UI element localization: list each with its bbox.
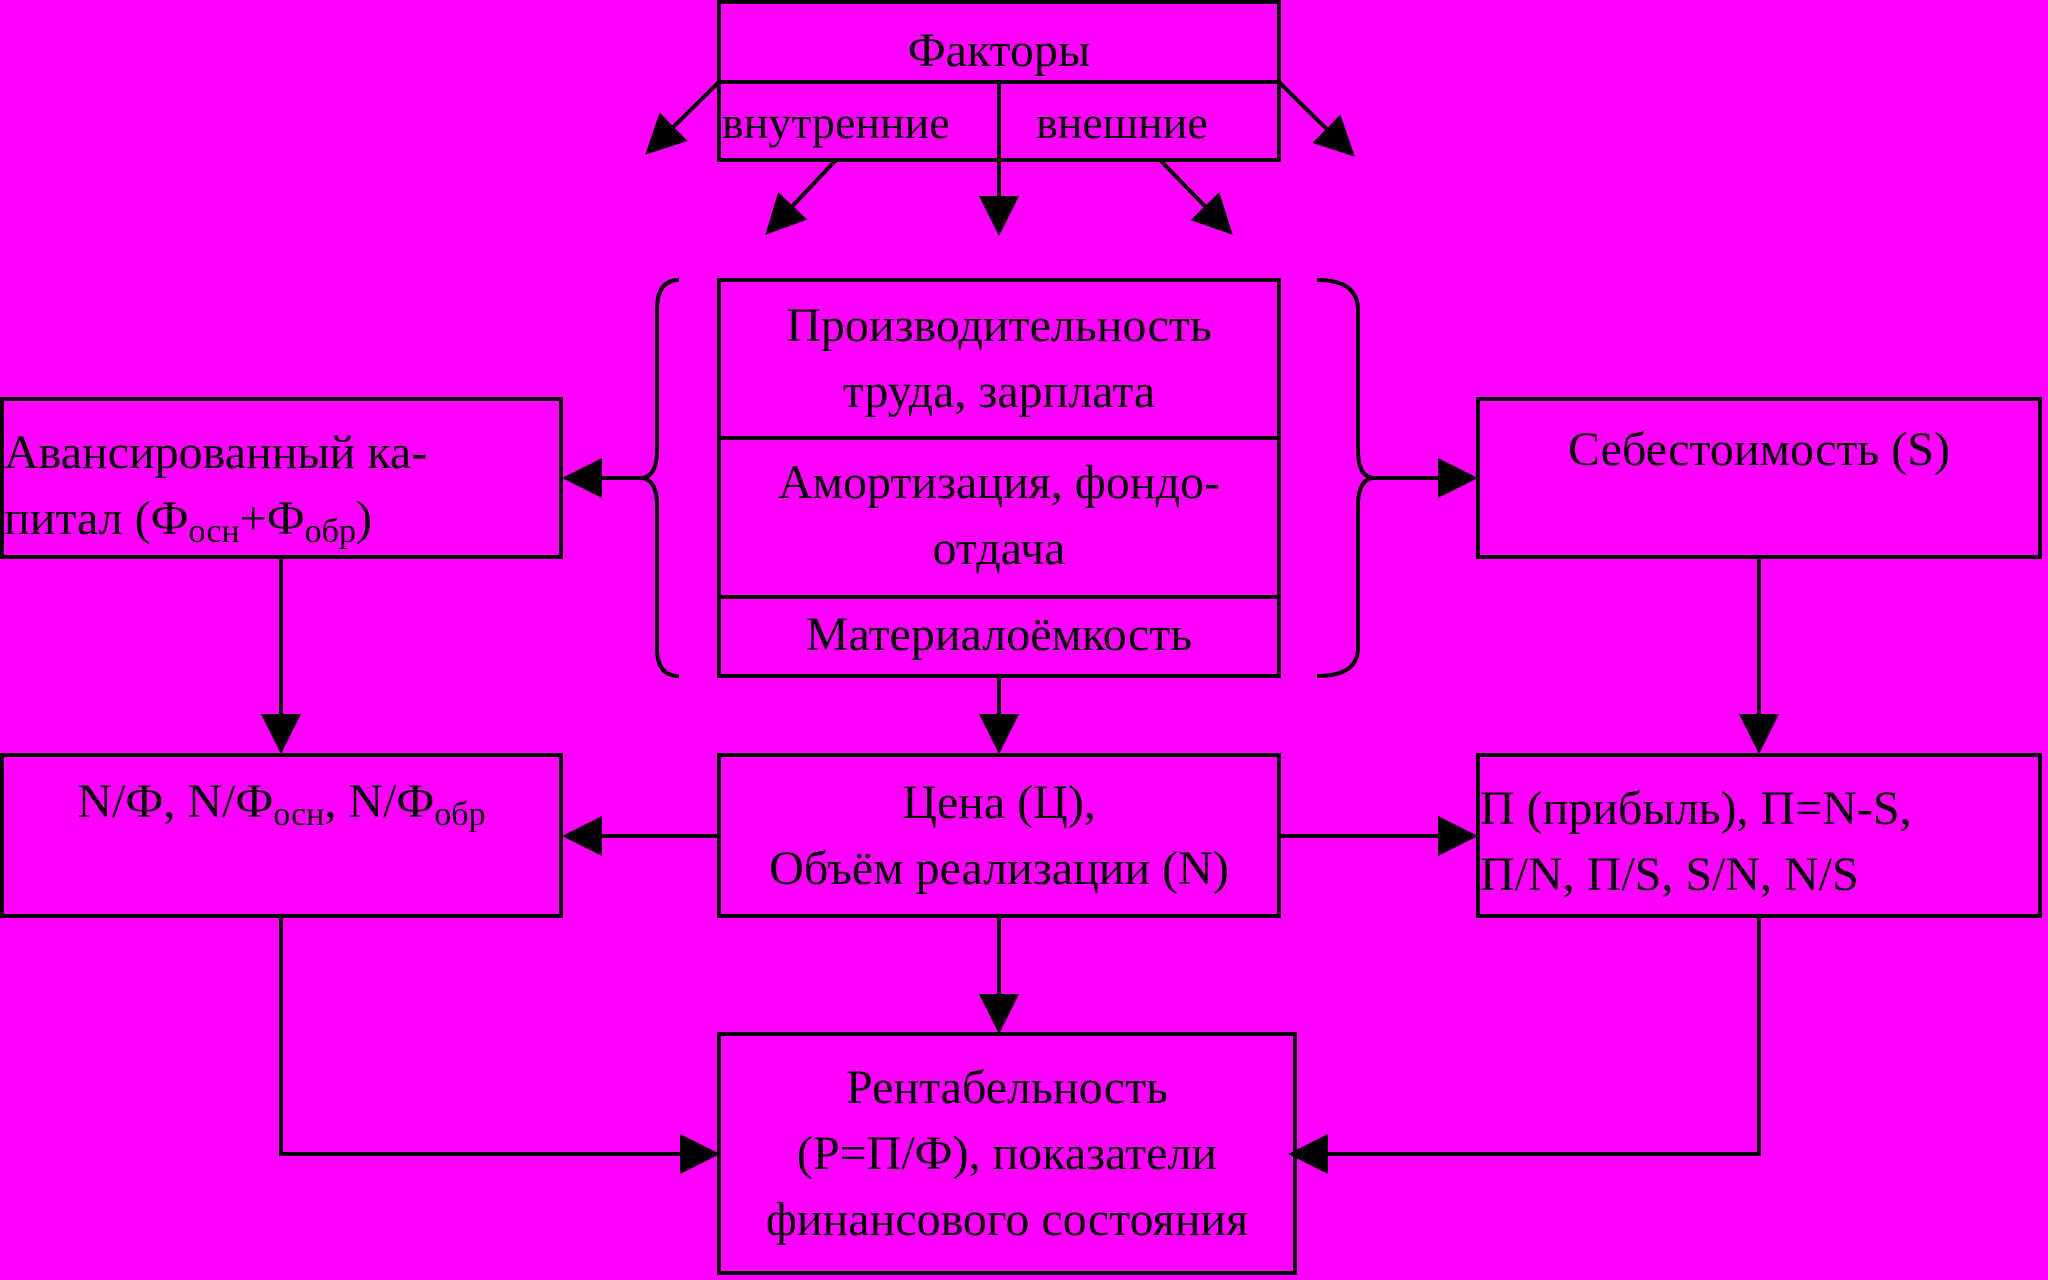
profitability-box: Рентабельность (Р=П/Ф), показатели финан…: [717, 1032, 1297, 1275]
arrow-profit-to-profitability: [1288, 916, 1761, 1174]
amortization-line-2: отдача: [932, 521, 1066, 575]
price-line-2: Объём реализации (N): [769, 841, 1229, 895]
factors-internal-label: внутренние: [722, 97, 950, 148]
cost-box: Себестоимость (S): [1476, 397, 2042, 559]
arrow-ratios-to-profitability: [279, 916, 720, 1174]
price-box: Цена (Ц), Объём реализации (N): [717, 753, 1281, 918]
material-label: Материалоёмкость: [805, 607, 1193, 661]
price-line-1: Цена (Ц),: [902, 775, 1096, 829]
arrow-factors-left: [645, 80, 721, 155]
arrow-external: [1158, 158, 1233, 235]
capital-line-1: Авансированный ка-: [4, 426, 428, 479]
left-brace: [639, 278, 680, 678]
factors-title: Факторы: [907, 24, 1091, 77]
capital-box: Авансированный ка- питал (Фосн+Фобр): [0, 397, 563, 559]
profitability-line-3: финансового состояния: [765, 1192, 1249, 1246]
profitability-line-1: Рентабельность: [846, 1060, 1168, 1114]
right-brace: [1316, 278, 1376, 678]
amortization-line-1: Амортизация, фондо-: [778, 455, 1220, 509]
amortization-box: Амортизация, фондо- отдача: [717, 436, 1281, 599]
ratios-box: N/Ф, N/Фосн, N/Фобр: [0, 753, 563, 918]
profit-box: П (прибыль), П=N-S, П/N, П/S, S/N, N/S: [1476, 753, 2042, 918]
factors-external-label: внешние: [1036, 97, 1208, 148]
productivity-line-2: труда, зарплата: [842, 365, 1156, 418]
material-box: Материалоёмкость: [717, 595, 1281, 678]
productivity-line-1: Производительность: [786, 299, 1212, 352]
arrow-factors-right: [1277, 80, 1355, 157]
capital-line-2: питал (Фосн+Фобр): [4, 492, 372, 550]
ratios-label: N/Ф, N/Фосн, N/Фобр: [77, 775, 486, 833]
productivity-box: Производительность труда, зарплата: [717, 278, 1281, 440]
factors-box: Факторы: [717, 0, 1281, 162]
arrow-internal: [765, 158, 838, 235]
cost-label: Себестоимость (S): [1568, 423, 1950, 476]
profitability-line-2: (Р=П/Ф), показатели: [796, 1126, 1218, 1180]
profit-line-1: П (прибыль), П=N-S,: [1480, 781, 1912, 835]
profit-line-2: П/N, П/S, S/N, N/S: [1480, 847, 1859, 901]
